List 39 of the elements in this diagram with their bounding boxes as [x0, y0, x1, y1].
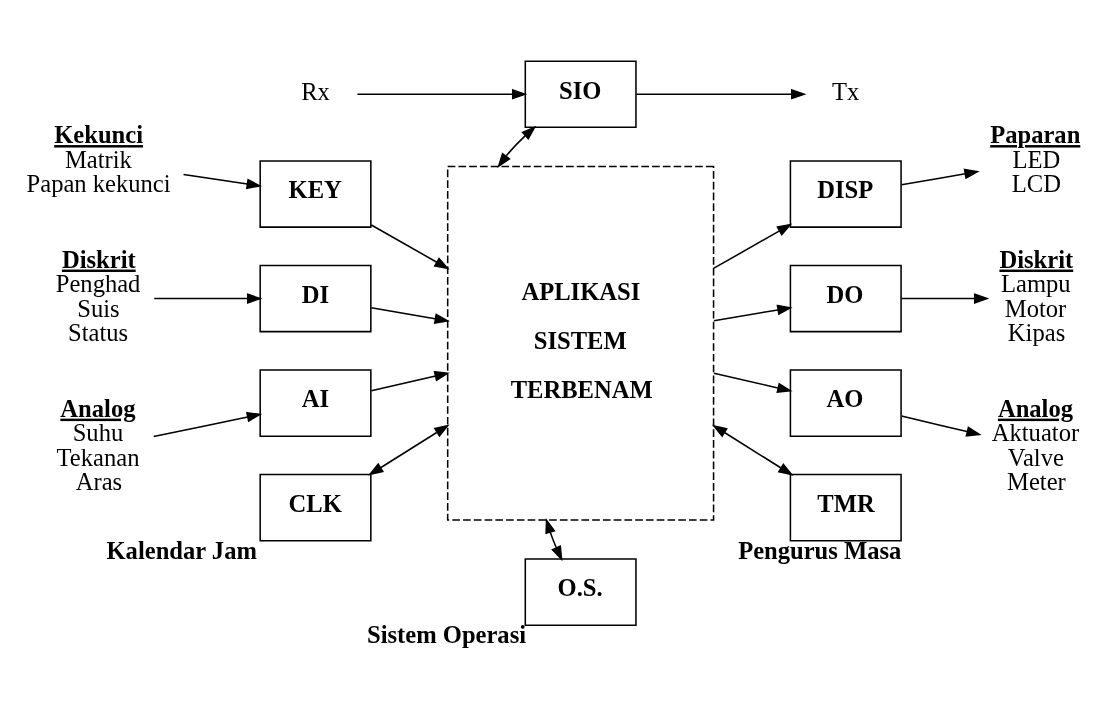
node-text: Analog Aktuator Valve Meter [991, 394, 1080, 495]
node-text: Diskrit Lampu Motor Kipas [999, 245, 1074, 346]
arrow [368, 423, 450, 476]
node-box: KEY [259, 159, 372, 228]
node-text: Tx [832, 77, 860, 105]
arrow [711, 424, 794, 476]
node-box: DO [789, 264, 902, 332]
arrow [713, 223, 793, 269]
arrow [370, 370, 450, 391]
node-box: CLK [259, 473, 372, 541]
arrow [497, 125, 537, 168]
node-text: Analog Suhu Tekanan Aras [56, 394, 140, 495]
arrow [900, 168, 980, 186]
node-text: Paparan LED LCD [990, 120, 1081, 197]
node-box: AO [789, 368, 902, 437]
node-box: TMR [789, 473, 902, 541]
arrow [713, 304, 793, 322]
node-box: SIO [524, 59, 637, 128]
node-box: DISP [789, 159, 902, 228]
arrow [713, 372, 793, 393]
node-box: AI [259, 368, 372, 437]
node-label: Sistem Operasi [367, 620, 527, 648]
node-text: Kekunci Matrik Papan kekunci [26, 120, 171, 197]
arrow [152, 411, 263, 437]
node-box: DI [259, 264, 372, 332]
arrow [545, 517, 563, 561]
arrow [153, 292, 263, 304]
node-text: Diskrit Penghad Suis Status [55, 245, 141, 346]
node-box: O.S. [524, 557, 637, 626]
arrow [635, 88, 807, 100]
arrow [900, 292, 990, 304]
arrow [356, 88, 528, 100]
node-text: Rx [301, 77, 330, 105]
arrow [370, 306, 450, 324]
node-box: APLIKASI SISTEM TERBENAM [446, 165, 715, 521]
arrow [900, 414, 982, 437]
arrow [370, 223, 450, 269]
node-label: Kalendar Jam [106, 536, 257, 564]
arrow [182, 173, 262, 189]
